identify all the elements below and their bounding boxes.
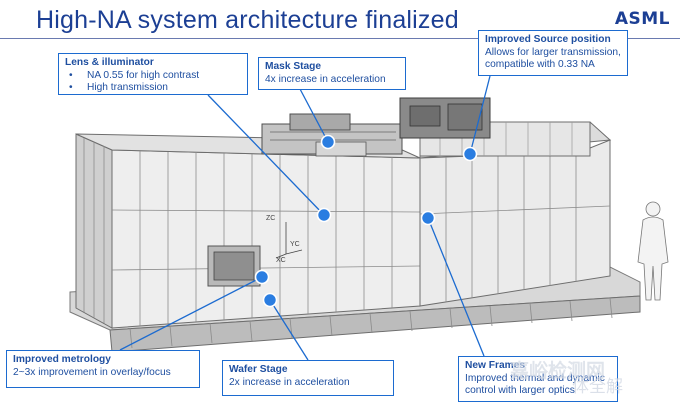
callout-wafer-stage: Wafer Stage 2x increase in acceleration — [222, 360, 394, 396]
feature-markers — [254, 134, 478, 308]
callout-leader-lines — [119, 75, 491, 361]
callout-bullet: High transmission — [65, 82, 241, 95]
callout-lens-illuminator: Lens & illuminator NA 0.55 for high cont… — [58, 53, 248, 95]
asml-logo: ASML — [614, 9, 670, 29]
cleanroom-person-figure — [637, 201, 669, 301]
callout-heading: Mask Stage — [265, 61, 322, 72]
watermark: 嘉峪检测网 — [510, 360, 606, 382]
callout-text: Improved thermal and dynamic — [465, 372, 605, 384]
marker-lens — [316, 207, 332, 223]
marker-wafer-stage — [262, 292, 278, 308]
callout-heading: Lens & illuminator — [65, 57, 154, 68]
machine-left-enclosure — [75, 133, 421, 329]
axis-z-label: ZC — [266, 215, 275, 222]
marker-mask-stage — [320, 134, 336, 150]
callout-heading: Improved Source position — [485, 34, 611, 45]
callout-mask-stage: Mask Stage 4x increase in acceleration — [258, 57, 406, 90]
callout-text: 2~3x improvement in overlay/focus — [13, 366, 171, 378]
callout-source-position: Improved Source position Allows for larg… — [478, 30, 628, 76]
callout-text: control with larger optics — [465, 385, 575, 397]
watermark-secondary: 体全解 — [572, 377, 623, 397]
callout-metrology: Improved metrology 2~3x improvement in o… — [6, 350, 200, 388]
callout-bullet: NA 0.55 for high contrast — [65, 70, 241, 83]
callout-text: compatible with 0.33 NA — [485, 59, 595, 71]
axis-x-label: XC — [276, 257, 286, 264]
callout-heading: New Frames — [465, 360, 526, 371]
callout-heading: Improved metrology — [13, 354, 111, 365]
marker-metrology — [254, 269, 270, 285]
marker-frames — [420, 210, 436, 226]
marker-source — [462, 146, 478, 162]
callout-text: 4x increase in acceleration — [265, 73, 386, 85]
title-divider — [0, 38, 680, 39]
axis-y-label: YC — [290, 241, 300, 248]
callout-text: 2x increase in acceleration — [229, 376, 350, 388]
machine-right-enclosure — [419, 121, 612, 307]
callout-text: Allows for larger transmission, — [485, 46, 621, 58]
callout-heading: Wafer Stage — [229, 364, 288, 375]
callout-new-frames: New Frames Improved thermal and dynamic … — [458, 356, 618, 402]
page-title: High-NA system architecture finalized — [36, 6, 459, 34]
